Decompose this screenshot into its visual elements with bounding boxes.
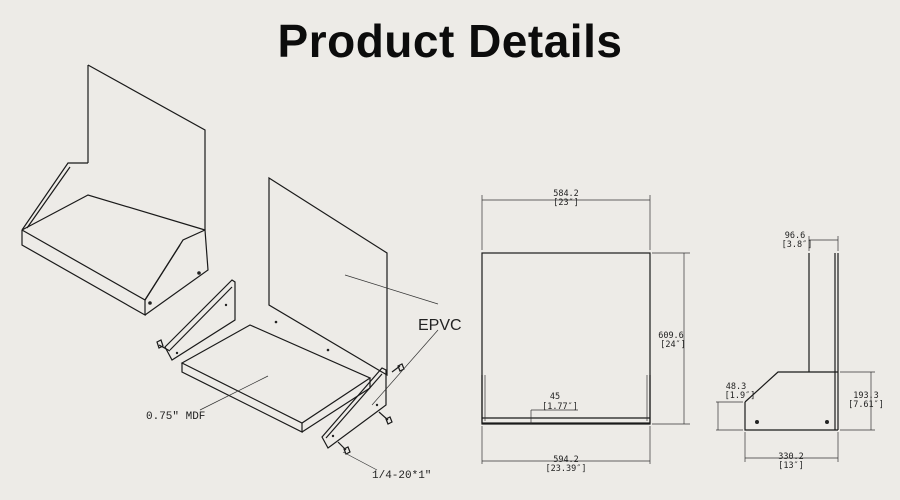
side-top-depth-in: [3.8″] [782,240,813,250]
front-bottom-width-in: [23.39″] [546,464,587,474]
leader-lines [199,274,439,471]
front-top-width-mm: 584.2 [553,189,579,199]
front-bottom-width-mm: 594.2 [553,455,579,465]
front-view [481,195,690,464]
side-view [716,236,875,462]
side-bracket-height-in: [7.61″] [848,400,884,410]
side-front-height-mm: 48.3 [726,382,746,392]
front-top-width-in: [23″] [553,198,579,208]
side-base-depth-mm: 330.2 [778,452,804,462]
side-base-depth-in: [13″] [778,461,804,471]
mdf-callout: 0.75″ MDF [146,411,205,423]
exploded-display-view [156,176,405,455]
side-bracket-height-mm: 193.3 [853,391,879,401]
front-lip-height-in: [1.77″] [542,402,578,412]
side-front-height-in: [1.9″] [725,391,756,401]
page-title: Product Details [277,15,623,67]
side-top-depth-mm: 96.6 [785,231,805,241]
epvc-callout: EPVC [418,317,462,334]
front-lip-height-mm: 45 [550,392,560,402]
screw-callout: 1/4-20*1″ [372,470,431,482]
front-height-in: [24″] [660,340,686,350]
assembled-display-view [21,64,209,317]
front-height-mm: 609.6 [658,331,684,341]
